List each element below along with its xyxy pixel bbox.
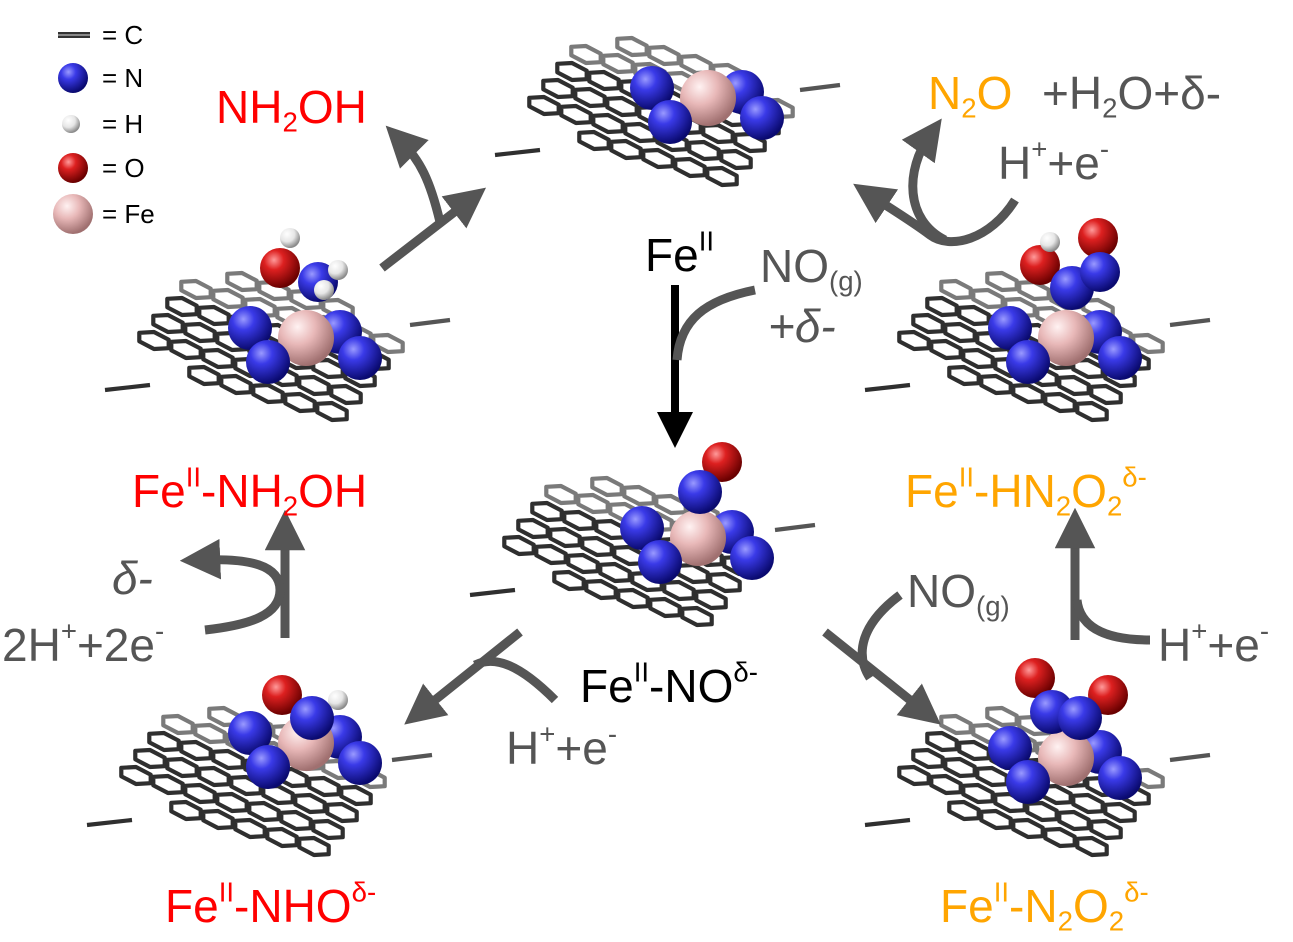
- reagent-delta-top: +δ-: [768, 300, 836, 352]
- legend-oxygen: = O: [96, 152, 145, 184]
- legend-oxygen-label: = O: [102, 152, 145, 183]
- species-fe-ii: FeII: [645, 225, 715, 281]
- site-fe-n2o2-n3: [1006, 760, 1050, 804]
- legend-nitrogen: = N: [96, 62, 143, 94]
- arrow-dimerization: [822, 628, 941, 725]
- site-fe-no-n3: [638, 540, 682, 584]
- site-fe-ii-n4: [740, 96, 784, 140]
- species-fe-nh2oh: FeII-NH2OH: [132, 461, 368, 522]
- site-fe-n2o2-n4: [1098, 756, 1142, 800]
- site-fe-no-fe: [670, 510, 726, 566]
- hn2o2-o1: [1020, 245, 1060, 285]
- arrow-n2o-branch: [901, 118, 948, 245]
- n2o2-o1: [1015, 658, 1055, 698]
- hn2o2-h: [1040, 232, 1060, 252]
- site-fe-hn2o2-n1: [988, 306, 1032, 350]
- site-fe-nh2oh-fe: [278, 310, 334, 366]
- nh2oh-h1: [280, 228, 300, 248]
- site-fe-nh2oh-n1: [228, 306, 272, 350]
- reagent-delta-left: δ-: [112, 552, 153, 604]
- no-n: [678, 470, 722, 514]
- nh2oh-h3: [314, 280, 334, 300]
- nho-h: [328, 690, 348, 710]
- legend-hydrogen: = H: [96, 108, 143, 140]
- nho-n: [290, 696, 334, 740]
- species-fe-nho: FeII-NHOδ-: [165, 876, 377, 932]
- site-fe-nho-n1: [228, 711, 272, 755]
- reagent-proton-electron-right: H++e-: [1158, 615, 1270, 671]
- site-fe-ii-fe: [680, 70, 736, 126]
- legend-iron: = Fe: [96, 198, 155, 230]
- product-n2o: N2O: [928, 67, 1013, 124]
- site-fe-no-n4: [730, 536, 774, 580]
- reagent-no-gas-top: NO(g): [760, 240, 863, 297]
- reagent-proton-electron-top-right: H++e-: [998, 133, 1110, 189]
- site-fe-no-n1: [620, 506, 664, 550]
- hn2o2-o2: [1078, 218, 1118, 258]
- nh2oh-o: [260, 248, 300, 288]
- nho-o: [262, 675, 302, 715]
- site-fe-ii-n3: [648, 100, 692, 144]
- legend-iron-label: = Fe: [102, 198, 155, 229]
- site-fe-ii-n1: [630, 66, 674, 110]
- species-fe-no: FeII-NOδ-: [580, 656, 758, 712]
- species-fe-hn2o2: FeII-HN2O2δ-: [905, 461, 1147, 522]
- adsorbate-atoms: [228, 66, 1142, 804]
- arrow-h-right: [1072, 599, 1151, 645]
- legend-carbon: = C: [96, 19, 143, 51]
- site-fe-nh2oh-n4: [338, 336, 382, 380]
- legend-hydrogen-label: = H: [102, 108, 144, 139]
- reaction-arrows: [179, 118, 1151, 725]
- site-fe-nh2oh-n3: [246, 340, 290, 384]
- n2o2-o2: [1088, 675, 1128, 715]
- n2o2-n2: [1058, 696, 1102, 740]
- legend-carbon-label: = C: [102, 19, 144, 50]
- hn2o2-n2: [1080, 252, 1120, 292]
- site-fe-n2o2-fe: [1038, 730, 1094, 786]
- reagent-two-proton-electron: 2H++2e-: [2, 615, 165, 671]
- site-fe-hn2o2-fe: [1038, 310, 1094, 366]
- arrow-no-uptake: [672, 285, 756, 361]
- arrow-release-nh2oh: [379, 187, 487, 272]
- site-fe-nho-n3: [246, 745, 290, 789]
- arrow-hydrogenation: [404, 628, 523, 725]
- arrow-no-uptake-2: [857, 591, 903, 681]
- reagent-no-gas-right: NO(g): [907, 565, 1010, 622]
- no-o: [702, 442, 742, 482]
- product-nh2oh: NH2OH: [216, 81, 367, 138]
- legend-icons: [53, 32, 93, 234]
- site-fe-n2o2-n1: [988, 726, 1032, 770]
- site-fe-nho-n4: [338, 741, 382, 785]
- reagent-proton-electron-bottom: H++e-: [506, 718, 618, 774]
- n2o-coproducts: +H2O+δ-: [1042, 67, 1222, 124]
- site-fe-hn2o2-n4: [1098, 336, 1142, 380]
- arrow-two-h: [179, 538, 285, 635]
- site-fe-hn2o2-n3: [1006, 340, 1050, 384]
- legend-nitrogen-label: = N: [102, 62, 144, 93]
- species-fe-n2o2: FeII-N2O2δ-: [940, 876, 1149, 937]
- arrow-h-uptake: [472, 656, 559, 704]
- nh2oh-h2: [328, 260, 348, 280]
- arrow-nh2oh-branch: [385, 125, 445, 224]
